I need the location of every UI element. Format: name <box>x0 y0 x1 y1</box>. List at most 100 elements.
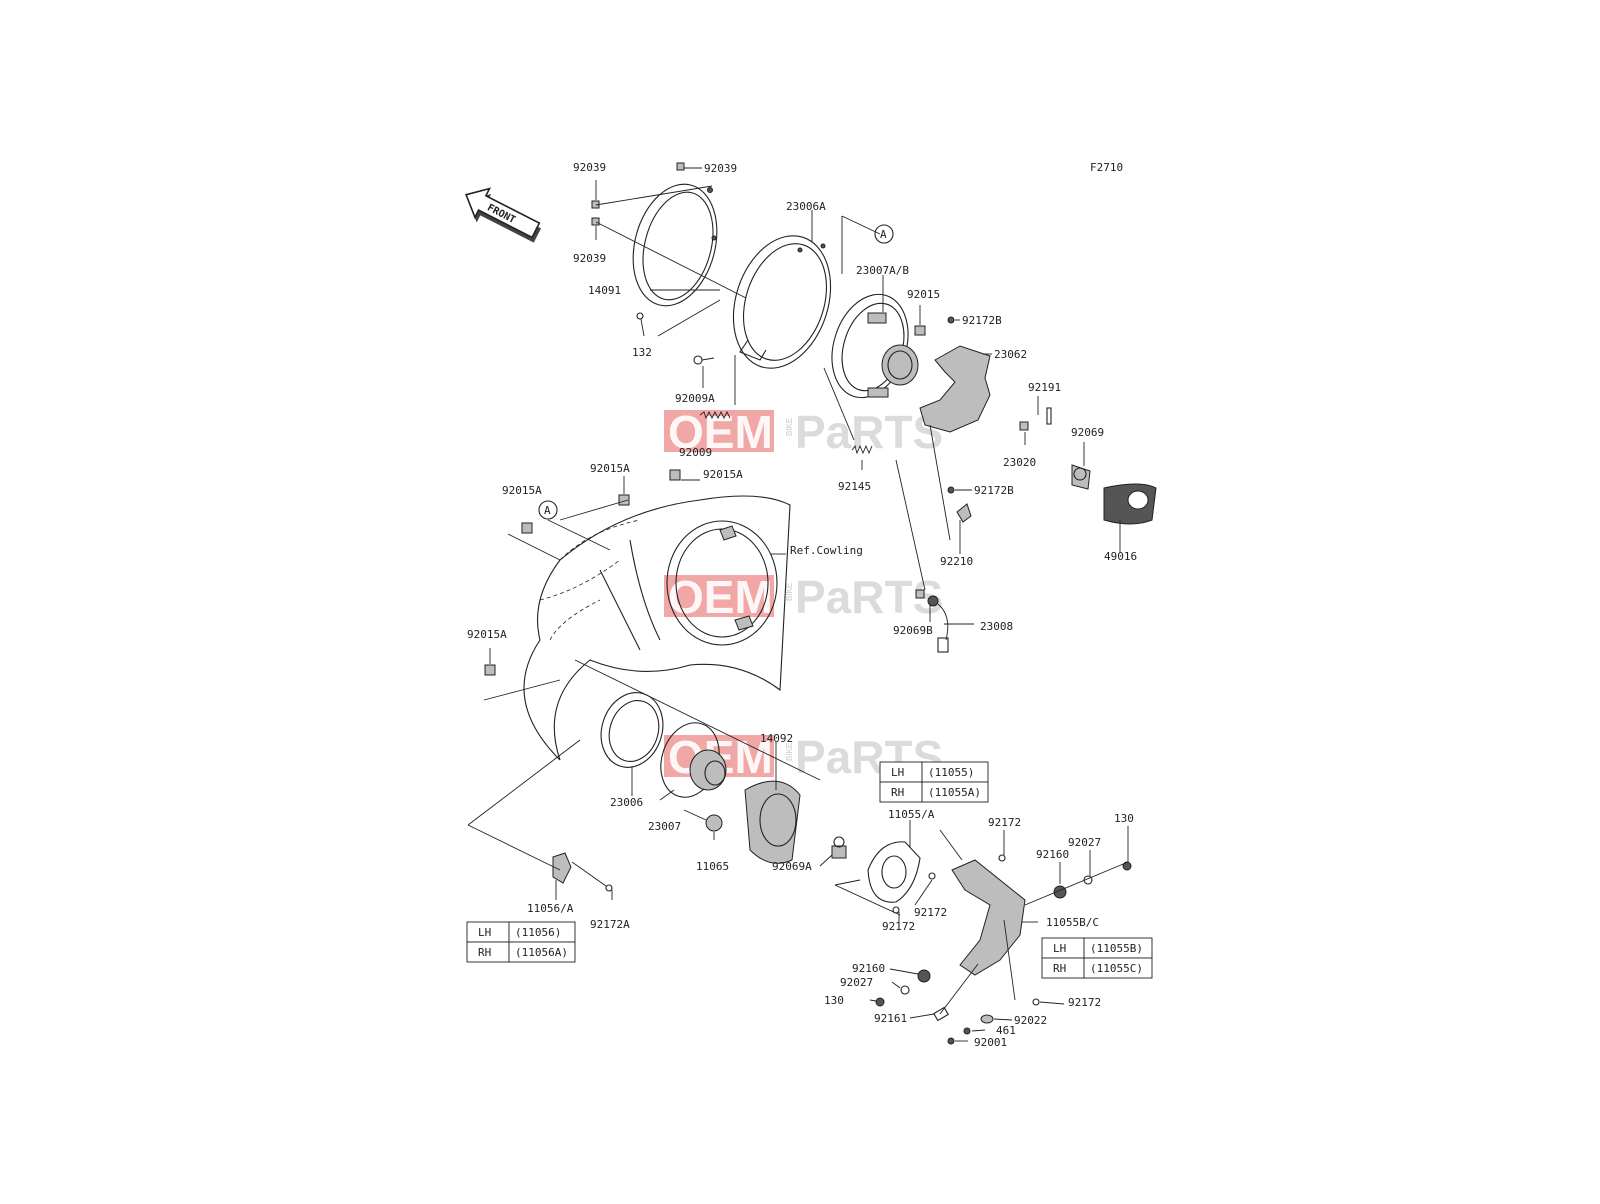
label-92069A: 92069A <box>772 860 812 873</box>
part-92001 <box>947 1037 955 1045</box>
label-23020: 23020 <box>1003 456 1036 469</box>
svg-text:RH: RH <box>891 786 904 799</box>
clamp-11056A <box>552 852 572 884</box>
clip-92015A-d <box>484 664 496 676</box>
label-92145: 92145 <box>838 480 871 493</box>
leader-lines <box>467 167 1129 1042</box>
housing-23006 <box>600 692 664 768</box>
label-461: 461 <box>996 1024 1016 1037</box>
label-132: 132 <box>632 346 652 359</box>
part-labels: 92039 92039 92039 23006A 14091 132 23007… <box>467 161 1137 1049</box>
label-92191: 92191 <box>1028 381 1061 394</box>
stay-11055BC <box>951 859 1026 976</box>
spring-92009 <box>699 410 731 420</box>
screw-92172-b <box>928 872 936 880</box>
label-23062: 23062 <box>994 348 1027 361</box>
rim-14091 <box>632 183 718 307</box>
label-49016: 49016 <box>1104 550 1137 563</box>
pin-92191 <box>1046 407 1052 425</box>
bracket-11055A <box>867 841 921 903</box>
screw-132 <box>636 312 645 337</box>
label-92039-c: 92039 <box>704 162 737 175</box>
clip-92015A-a <box>618 494 630 506</box>
svg-text:OEM: OEM <box>668 571 773 623</box>
screw-92172B-top <box>947 316 955 324</box>
bulb-92069 <box>1071 464 1091 490</box>
label-ref-cowling: Ref.Cowling <box>790 544 863 557</box>
callout-a-top: A <box>874 224 894 244</box>
svg-text:BIKE: BIKE <box>785 743 794 761</box>
svg-text:(11055C): (11055C) <box>1090 962 1143 975</box>
label-92027-b: 92027 <box>840 976 873 989</box>
screw-92172-d <box>1032 998 1040 1006</box>
label-11056A: 11056/A <box>527 902 574 915</box>
nut-92039-c <box>676 162 685 171</box>
label-92001: 92001 <box>974 1036 1007 1049</box>
svg-text:BIKE: BIKE <box>785 583 794 601</box>
svg-text:(11055B): (11055B) <box>1090 942 1143 955</box>
clip-92015 <box>914 325 926 336</box>
nut-92039-b <box>591 217 600 226</box>
part-92161 <box>933 1006 949 1022</box>
label-92039-a: 92039 <box>573 161 606 174</box>
cowling-ref <box>523 495 791 761</box>
label-92210: 92210 <box>940 555 973 568</box>
callout-a-left: A <box>538 500 558 520</box>
part-23020 <box>1019 421 1029 431</box>
screw-92172-a <box>998 854 1006 862</box>
reflector-23007 <box>660 722 727 798</box>
label-23007: 23007 <box>648 820 681 833</box>
label-92027-a: 92027 <box>1068 836 1101 849</box>
svg-text:BIKE: BIKE <box>785 418 794 436</box>
label-14092: 14092 <box>760 732 793 745</box>
label-92015A-b: 92015A <box>703 468 743 481</box>
label-92039-b: 92039 <box>573 252 606 265</box>
svg-text:OEM: OEM <box>668 406 773 458</box>
housing-23006A <box>732 235 832 369</box>
svg-text:LH: LH <box>891 766 904 779</box>
screw-92172A <box>605 884 613 892</box>
figure-code: F2710 <box>1090 161 1123 174</box>
svg-text:PaRTS: PaRTS <box>795 406 943 458</box>
label-92015A-d: 92015A <box>467 628 507 641</box>
svg-text:LH: LH <box>478 926 491 939</box>
label-92015A-a: 92015A <box>590 462 630 475</box>
washer-92022 <box>980 1014 994 1024</box>
clip-92015A-b <box>669 469 681 481</box>
label-92009: 92009 <box>679 446 712 459</box>
label-92172-c: 92172 <box>882 920 915 933</box>
label-23007AB: 23007A/B <box>856 264 909 277</box>
label-92022: 92022 <box>1014 1014 1047 1027</box>
socket-23008 <box>915 589 949 653</box>
spring-92145 <box>851 444 873 455</box>
label-92069B: 92069B <box>893 624 933 637</box>
label-92015A-c: 92015A <box>502 484 542 497</box>
part-461 <box>963 1027 971 1035</box>
table-11055: LH (11055) RH (11055A) <box>879 761 989 803</box>
cover-14092 <box>744 780 801 864</box>
table-11056: LH (11056) RH (11056A) <box>466 921 576 963</box>
bulb-92069A <box>831 836 847 859</box>
label-14091: 14091 <box>588 284 621 297</box>
label-11055BC: 11055B/C <box>1046 916 1099 929</box>
grommet-92160-b <box>917 969 931 983</box>
svg-text:(11055A): (11055A) <box>928 786 981 799</box>
screw-92172B-bottom <box>947 486 955 494</box>
label-92160-b: 92160 <box>852 962 885 975</box>
label-92160-a: 92160 <box>1036 848 1069 861</box>
svg-text:A: A <box>544 504 551 517</box>
label-92015: 92015 <box>907 288 940 301</box>
label-92172-d: 92172 <box>1068 996 1101 1009</box>
cover-23062 <box>919 345 991 433</box>
bolt-130-b <box>875 997 885 1007</box>
screw-92009A <box>693 355 715 365</box>
collar-92027-b <box>900 985 910 995</box>
svg-text:RH: RH <box>1053 962 1066 975</box>
boot-49016 <box>1103 483 1157 525</box>
svg-text:A: A <box>880 228 887 241</box>
label-92172-b: 92172 <box>914 906 947 919</box>
clip-92015A-c <box>521 522 533 534</box>
label-92172-a: 92172 <box>988 816 1021 829</box>
